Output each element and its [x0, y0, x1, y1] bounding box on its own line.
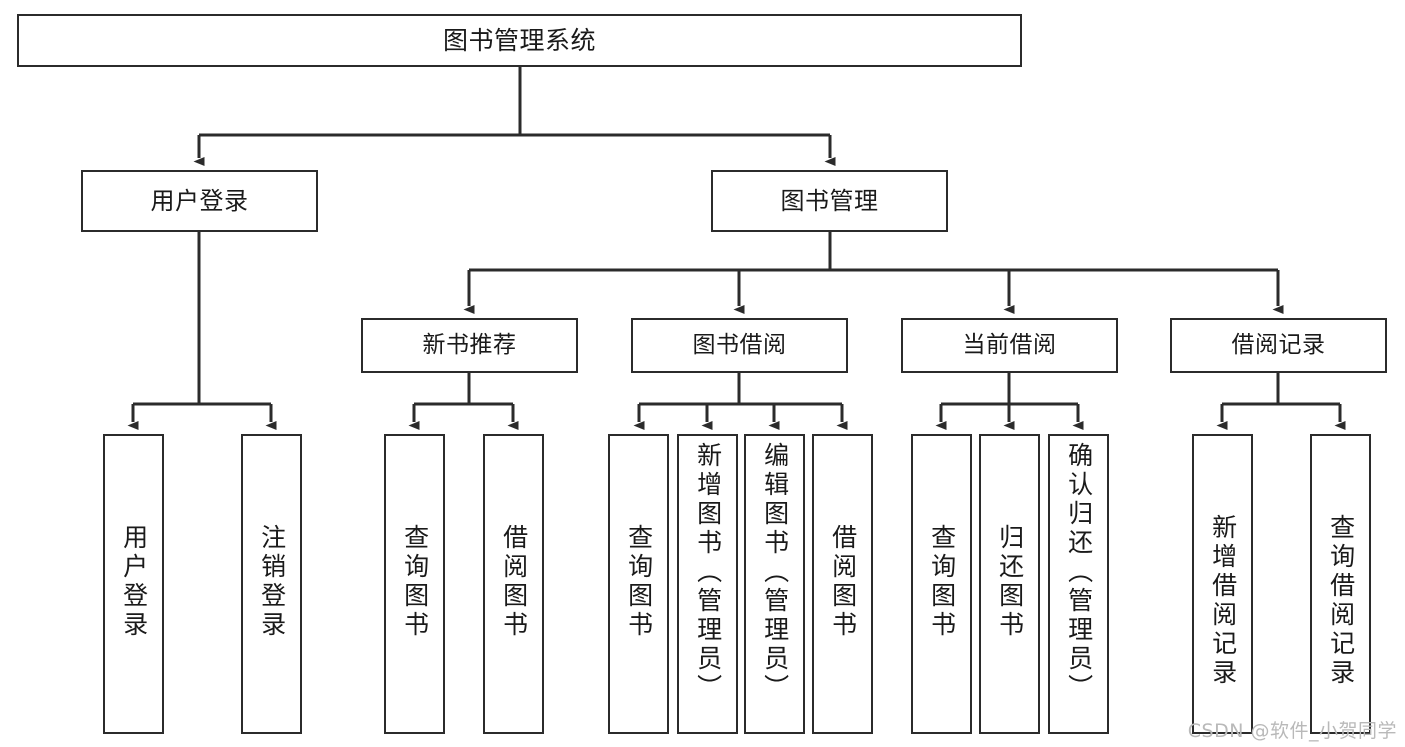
node-label: 借阅图书: [828, 524, 858, 640]
node-label: 查询图书: [624, 524, 654, 640]
node-label: 当前借阅: [962, 331, 1057, 358]
leaf-current-query-book[interactable]: 查询图书: [911, 434, 972, 734]
node-label: 图书管理: [780, 186, 879, 215]
node-label: 编辑图书（管理员）: [760, 442, 790, 703]
node-borrow-record[interactable]: 借阅记录: [1170, 318, 1387, 373]
node-label: 借阅图书: [499, 524, 529, 640]
leaf-user-login-logout[interactable]: 注销登录: [241, 434, 302, 734]
node-label: 用户登录: [119, 524, 149, 640]
node-label: 图书管理系统: [442, 25, 596, 55]
node-label: 确认归还（管理员）: [1064, 442, 1094, 703]
node-current-borrow[interactable]: 当前借阅: [901, 318, 1118, 373]
leaf-recommend-borrow-book[interactable]: 借阅图书: [483, 434, 544, 734]
leaf-borrow-borrow-book[interactable]: 借阅图书: [812, 434, 873, 734]
node-label: 归还图书: [995, 524, 1025, 640]
leaf-user-login-login[interactable]: 用户登录: [103, 434, 164, 734]
leaf-record-add-record[interactable]: 新增借阅记录: [1192, 434, 1253, 734]
leaf-borrow-edit-book-admin[interactable]: 编辑图书（管理员）: [744, 434, 805, 734]
node-label: 新增借阅记录: [1208, 514, 1238, 688]
node-label: 查询图书: [927, 524, 957, 640]
node-book-borrow[interactable]: 图书借阅: [631, 318, 848, 373]
node-label: 查询图书: [400, 524, 430, 640]
node-label: 图书借阅: [692, 331, 787, 358]
leaf-borrow-query-book[interactable]: 查询图书: [608, 434, 669, 734]
leaf-current-return-book[interactable]: 归还图书: [979, 434, 1040, 734]
node-book-management[interactable]: 图书管理: [711, 170, 948, 232]
watermark-text: CSDN @软件_小贺同学: [1187, 720, 1397, 742]
node-label: 注销登录: [257, 524, 287, 640]
node-label: 用户登录: [150, 186, 249, 215]
node-new-book-recommend[interactable]: 新书推荐: [361, 318, 578, 373]
node-root-system[interactable]: 图书管理系统: [17, 14, 1022, 67]
leaf-recommend-query-book[interactable]: 查询图书: [384, 434, 445, 734]
node-label: 新书推荐: [422, 331, 517, 358]
node-label: 查询借阅记录: [1326, 514, 1356, 688]
leaf-current-confirm-return-admin[interactable]: 确认归还（管理员）: [1048, 434, 1109, 734]
leaf-record-query-record[interactable]: 查询借阅记录: [1310, 434, 1371, 734]
node-user-login[interactable]: 用户登录: [81, 170, 318, 232]
node-label: 新增图书（管理员）: [693, 442, 723, 703]
node-label: 借阅记录: [1231, 331, 1326, 358]
leaf-borrow-add-book-admin[interactable]: 新增图书（管理员）: [677, 434, 738, 734]
